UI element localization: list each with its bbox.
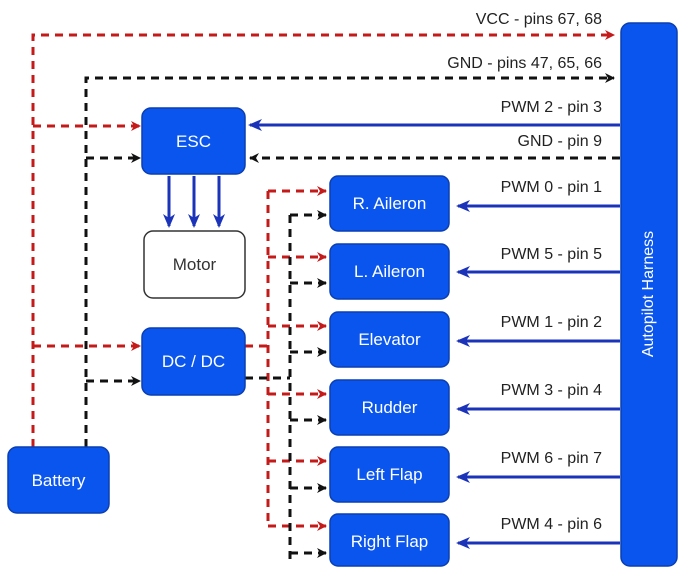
servo-l-aileron: L. Aileron [329, 243, 450, 300]
pwm-wires [248, 119, 620, 549]
esc-block: ESC [141, 107, 246, 175]
servo-elevator: Elevator [329, 311, 450, 368]
servo-rudder: Rudder [329, 379, 450, 436]
esc-pwm-label: PWM 2 - pin 3 [501, 99, 602, 116]
servo-label: L. Aileron [354, 262, 425, 281]
servo-right-flap: Right Flap [329, 513, 450, 567]
servo-pwm-label: PWM 6 - pin 7 [501, 450, 602, 467]
harness-label: Autopilot Harness [640, 231, 657, 357]
servo-label: Right Flap [351, 532, 428, 551]
esc-gnd-label: GND - pin 9 [518, 133, 603, 150]
battery-label: Battery [32, 471, 86, 490]
dcdc-vcc-bus [245, 191, 270, 526]
servo-label: Elevator [358, 330, 421, 349]
vcc-trunk [31, 30, 615, 447]
esc-motor-arrows [163, 176, 225, 228]
motor-block: Motor [143, 230, 246, 299]
servo-r-aileron: R. Aileron [329, 175, 450, 232]
vcc-wires [31, 30, 615, 531]
motor-label: Motor [173, 255, 217, 274]
dcdc-block: DC / DC [141, 327, 246, 396]
wire-labels: VCC - pins 67, 68 GND - pins 47, 65, 66 … [447, 11, 602, 533]
battery-block: Battery [7, 446, 110, 514]
gnd-trunk [84, 73, 615, 447]
dcdc-label: DC / DC [162, 352, 225, 371]
servo-left-flap: Left Flap [329, 446, 450, 503]
servo-pwm-label: PWM 4 - pin 6 [501, 516, 602, 533]
esc-label: ESC [176, 132, 211, 151]
vcc-label: VCC - pins 67, 68 [476, 11, 602, 28]
gnd-main-label: GND - pins 47, 65, 66 [447, 55, 602, 72]
dcdc-gnd-bus [245, 215, 292, 560]
harness-block: Autopilot Harness [620, 22, 678, 567]
servo-label: Left Flap [356, 465, 422, 484]
servo-pwm-label: PWM 1 - pin 2 [501, 314, 602, 331]
gnd-wires [84, 73, 620, 560]
servo-label: Rudder [362, 398, 418, 417]
servo-pwm-label: PWM 3 - pin 4 [501, 382, 602, 399]
servo-pwm-label: PWM 0 - pin 1 [501, 179, 602, 196]
servo-label: R. Aileron [353, 194, 427, 213]
servo-pwm-label: PWM 5 - pin 5 [501, 246, 602, 263]
